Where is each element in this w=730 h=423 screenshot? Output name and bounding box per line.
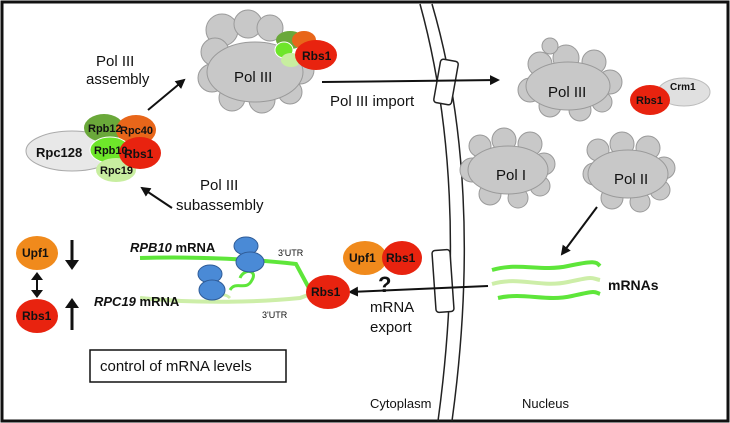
import-label: Pol III import [330,93,415,110]
nuclear-membrane-inner [431,3,466,422]
rpc128-label: Rpc128 [36,145,82,160]
rbs1-mrna-shape [306,275,350,309]
utr-bottom-label: 3'UTR [262,310,288,320]
upf1-left-label: Upf1 [22,246,49,260]
pol3-top-label: Pol III [234,69,272,86]
utr-top-label: 3'UTR [278,248,304,258]
pol2-label: Pol II [614,171,648,188]
subassembly-label-line1: Pol III [200,177,238,194]
question-mark: ? [378,272,391,297]
pol3-top-subunits [274,31,337,70]
pol3-nucleus-bump [541,37,559,55]
export-label-line1: mRNA [370,299,414,316]
subassembly-label-line2: subassembly [176,197,264,214]
subassembly-complex [25,114,161,182]
mrna-nucleus-1 [491,260,602,272]
rpb10-gene-label: RPB10 mRNA [130,240,216,255]
pol2-complex [582,131,676,213]
mrna-nucleus-3 [497,290,601,300]
rpc19-mrna-word: mRNA [136,294,180,309]
rpb10-gene-name: RPB10 [130,240,173,255]
assembly-label-line1: Pol III [96,53,134,70]
rbs1-nucleus-shape [630,85,670,115]
pol3-nucleus-complex [517,44,623,122]
rbs1-mrna-label: Rbs1 [311,285,341,299]
rpc19-gene-name: RPC19 [94,294,137,309]
down-arrow-icon [65,240,79,270]
export-label-line2: export [370,319,413,336]
control-label: control of mRNA levels [100,358,252,375]
upf1-left-shape [16,236,58,270]
pol1-complex [459,127,556,209]
assembly-arrow [147,78,186,111]
crm1-label: Crm1 [670,82,696,93]
mrnas-label: mRNAs [608,277,659,293]
ribosomes [197,236,265,301]
nuclear-membrane-outer [419,3,452,422]
assembly-label-line2: assembly [86,71,150,88]
subassembly-arrow [140,186,173,209]
upf1-export-shape [343,241,387,275]
nascent-peptide-1 [228,270,255,291]
export-arrow [348,285,489,297]
upf1-export-label: Upf1 [349,251,376,265]
rpc40-label: Rpc40 [120,125,153,137]
nucleus-label: Nucleus [522,396,569,411]
pol3-top-complex [197,9,315,114]
rbs1-sub-label: Rbs1 [124,147,154,161]
rpc19-mrna-strand [139,290,317,304]
import-arrow [321,75,500,86]
rbs1-left-label: Rbs1 [22,309,52,323]
rpb10-label: Rpb10 [94,145,128,157]
double-arrow-icon [31,272,43,298]
rpb10-mrna-word: mRNA [172,240,216,255]
nuclear-pore-bottom [431,248,455,314]
rbs1-top-label: Rbs1 [302,49,332,63]
rpb12-label: Rpb12 [88,123,122,135]
rbs1-nucleus-label: Rbs1 [636,95,663,107]
transcription-arrow [560,206,598,256]
rpb10-mrna-strand [139,255,312,291]
rpc19-gene-label: RPC19 mRNA [94,294,180,309]
rbs1-export-label: Rbs1 [386,251,416,265]
pol1-label: Pol I [496,167,526,184]
rbs1-left-shape [16,299,58,333]
pol3-nucleus-label: Pol III [548,84,586,101]
rbs1-export-shape [382,241,422,275]
cytoplasm-label: Cytoplasm [370,396,431,411]
control-box [89,349,287,383]
up-arrow-icon [65,298,79,330]
rpc19-label: Rpc19 [100,165,133,177]
mrna-nucleus-2 [491,276,601,286]
